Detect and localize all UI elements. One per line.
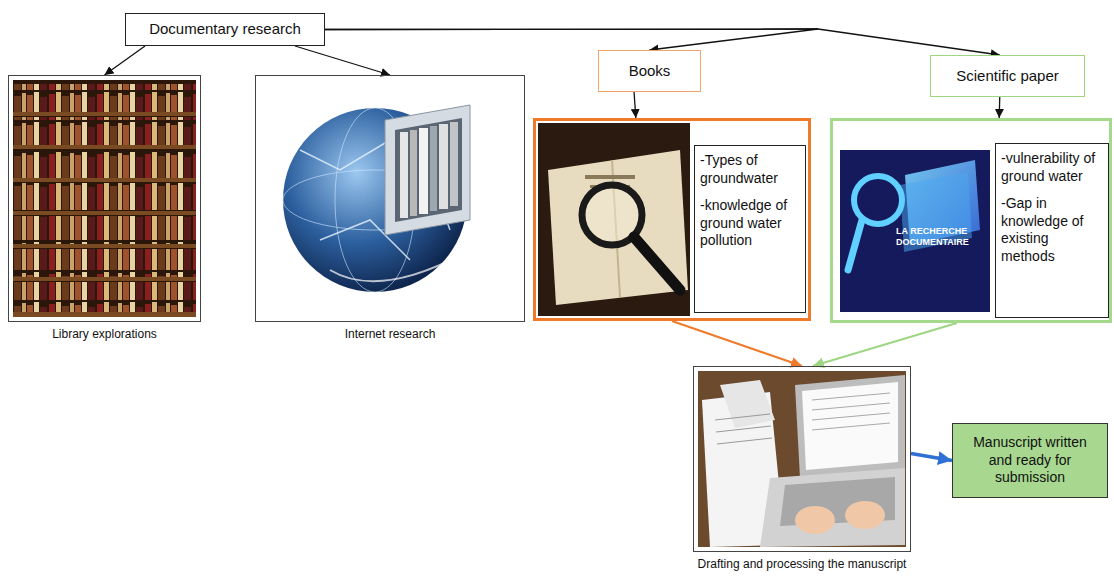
box-text: -knowledge of ground water pollution [700,197,800,250]
image-box: Library explorations [8,75,201,322]
globe-picture [283,105,470,292]
magnifier-book-picture [538,123,690,316]
connector [105,46,146,75]
box-text: -Gap in knowledge of existing methods [1001,195,1103,265]
box-text: -vulnerability of ground water [1001,150,1103,185]
laptop-picture [698,371,906,547]
connector [672,321,802,366]
box-text: Books [629,62,671,79]
research-picture [840,150,990,312]
box-text: Manuscript written and ready for submiss… [973,434,1087,485]
caption-text: Library explorations [52,327,157,341]
content-box: -Types of groundwater -knowledge of groun… [533,118,811,321]
box-text: Scientific paper [956,67,1059,84]
box-text: -Types of groundwater [700,152,800,187]
connector [325,29,818,50]
text-panel: -vulnerability of ground water -Gap in kn… [995,143,1109,318]
picture-text: LA RECHERCHE DOCUMENTAIRE [896,226,986,248]
box-text-holder: Manuscript written and ready for submiss… [961,434,1099,487]
caption-text: Drafting and processing the manuscript [698,557,907,571]
connector [813,323,957,366]
image-box: Internet research [255,75,525,322]
result-box: Manuscript written and ready for submiss… [952,423,1108,498]
caption-holder: Library explorations [0,327,230,341]
box-text-holder: Scientific paper [956,67,1059,86]
box-text-holder: Books [629,62,671,81]
content-box: -vulnerability of ground water -Gap in kn… [830,118,1112,323]
text-panel: -Types of groundwater -knowledge of groun… [694,145,806,313]
connector [999,97,1001,118]
box-text-holder: Documentary research [149,20,301,39]
caption-holder: Internet research [256,327,524,341]
connector [295,46,390,75]
connector [911,453,952,460]
source-box: Scientific paper [930,55,1085,97]
image-box: Drafting and processing the manuscript [693,366,911,552]
heading-box: Documentary research [125,13,325,46]
caption-text: Internet research [345,327,436,341]
box-text: Documentary research [149,20,301,37]
connector [634,92,636,118]
source-box: Books [598,50,701,92]
bookshelf-picture [13,80,196,317]
caption-holder: Drafting and processing the manuscript [644,557,960,571]
